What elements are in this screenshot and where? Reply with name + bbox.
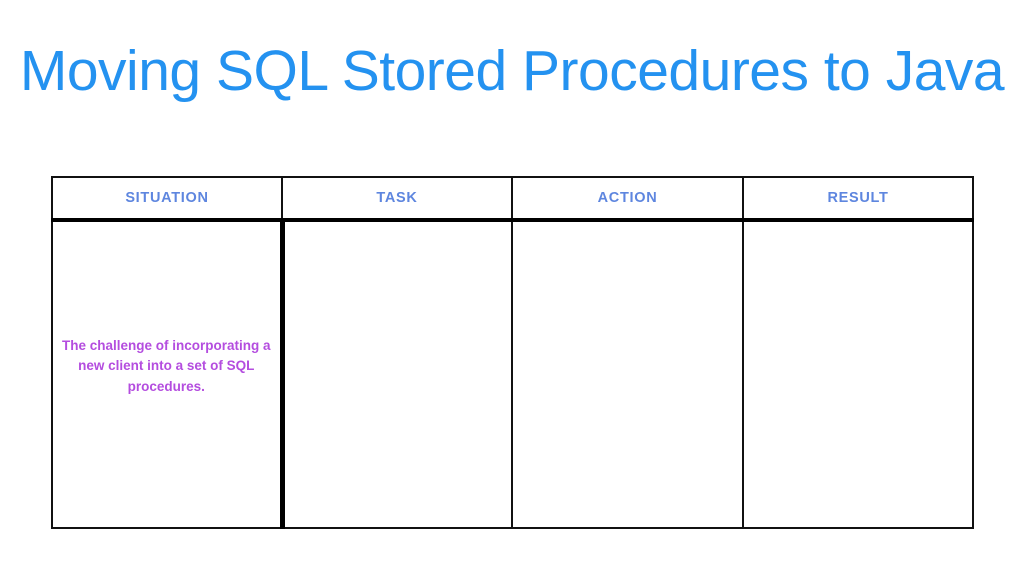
column-header-action: ACTION bbox=[511, 176, 744, 222]
star-method-table: SITUATION TASK ACTION RESULT The challen… bbox=[51, 176, 974, 529]
cell-situation-text: The challenge of incorporating a new cli… bbox=[61, 337, 271, 394]
table-header: SITUATION TASK ACTION RESULT bbox=[51, 176, 974, 222]
table-header-row: SITUATION TASK ACTION RESULT bbox=[51, 176, 974, 222]
cell-situation: The challenge of incorporating a new cli… bbox=[51, 219, 285, 529]
cell-action bbox=[511, 219, 744, 529]
column-header-situation: SITUATION bbox=[51, 176, 283, 222]
cell-task bbox=[281, 219, 513, 529]
table-body: The challenge of incorporating a new cli… bbox=[51, 219, 974, 529]
cell-result bbox=[742, 219, 974, 529]
page-title: Moving SQL Stored Procedures to Java bbox=[19, 39, 1005, 104]
column-header-task: TASK bbox=[281, 176, 513, 222]
table-row: The challenge of incorporating a new cli… bbox=[51, 219, 974, 529]
column-header-result: RESULT bbox=[742, 176, 974, 222]
